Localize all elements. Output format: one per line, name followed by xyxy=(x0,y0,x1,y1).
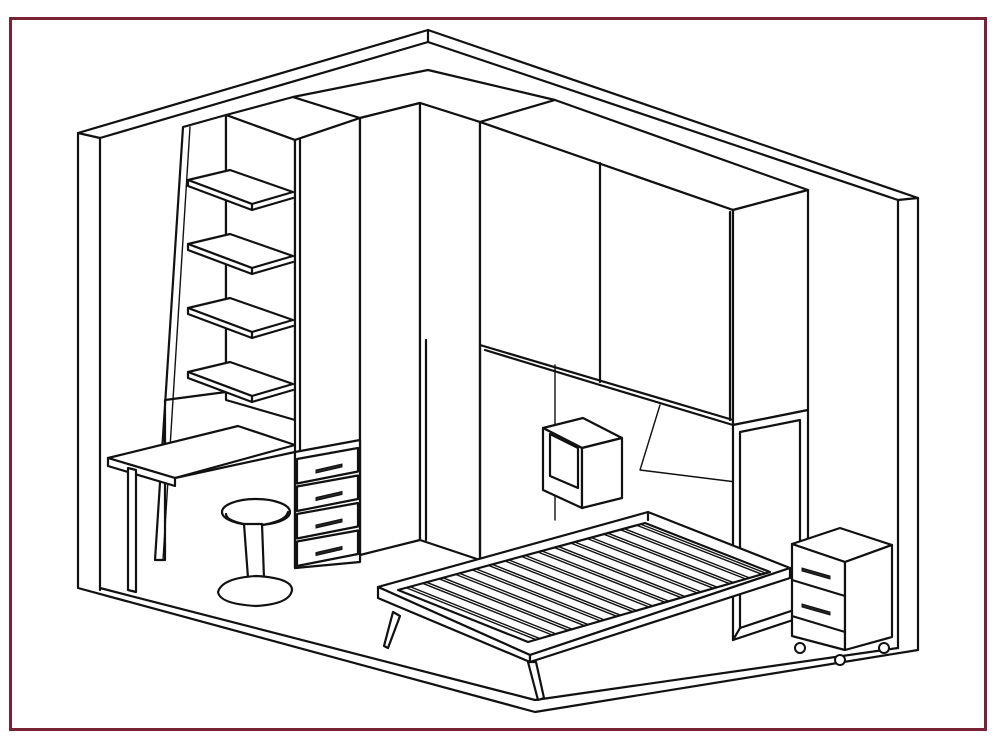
nightstand xyxy=(790,526,894,666)
bed-slats xyxy=(405,523,767,641)
shelf-side-inner-edge xyxy=(162,126,191,561)
bed-slat-area xyxy=(396,521,772,644)
corner-door-right xyxy=(418,101,482,562)
cube-front xyxy=(580,436,624,510)
bed-slat-edge xyxy=(640,523,767,575)
wall-shelf-front xyxy=(250,260,295,276)
bed-leg-front xyxy=(526,660,546,702)
wall-shelves xyxy=(186,168,295,404)
bed-slat xyxy=(454,573,586,627)
bed xyxy=(376,510,792,702)
desk-front-edge xyxy=(173,450,297,480)
bed-slat-edge xyxy=(557,545,686,598)
overhead-cabinets xyxy=(478,98,810,562)
bed-slat xyxy=(438,578,570,632)
leg-frame-foot xyxy=(731,626,742,642)
bed-slat xyxy=(520,555,650,608)
drawer-front xyxy=(295,474,360,513)
nightstand-drawer-handle xyxy=(801,603,831,616)
bed-slat xyxy=(586,537,715,590)
wall-cube-shelf xyxy=(541,416,624,510)
bed-slat-edge xyxy=(458,572,590,626)
desk-edge xyxy=(106,456,177,488)
bed-slat xyxy=(619,529,747,580)
bed-slat xyxy=(471,569,602,622)
wall-shelf-front xyxy=(250,388,295,404)
caster-back-right xyxy=(878,642,890,654)
bed-slat xyxy=(537,551,666,604)
drawer-unit xyxy=(293,438,362,570)
cube-opening xyxy=(548,432,580,490)
desk xyxy=(106,424,297,594)
drawer-handle xyxy=(315,490,343,502)
nightstand-drawer-line xyxy=(790,578,847,598)
nightstand-drawer-line xyxy=(790,614,847,634)
bed-slat-edge xyxy=(607,532,735,584)
bed-slat-edge xyxy=(524,554,654,607)
drawer-front xyxy=(295,501,360,540)
bed-slat-edge xyxy=(442,577,574,631)
right-wall-top-return xyxy=(896,196,920,202)
drawer-front xyxy=(295,446,360,485)
nightstand-drawers xyxy=(790,567,847,634)
bed-slat-edge xyxy=(623,528,751,579)
floor-edge xyxy=(98,586,900,702)
bed-slat-edge xyxy=(574,541,703,593)
bed-slat-edge xyxy=(475,568,606,621)
bed-slat xyxy=(487,564,618,618)
nightstand-drawer-handle xyxy=(801,567,831,580)
bed-slat-edge xyxy=(541,550,670,603)
wall-shelf-front xyxy=(250,324,295,340)
wall-shelf-front xyxy=(250,196,295,212)
left-wall-top-return xyxy=(76,131,102,140)
bed-slat xyxy=(422,582,553,636)
nightstand-side xyxy=(843,543,894,652)
bed-slat xyxy=(504,560,634,613)
stool xyxy=(216,497,294,608)
bed-slat xyxy=(603,533,731,585)
bed-slat xyxy=(553,546,682,599)
bed-slat-edge xyxy=(491,563,622,617)
drawer-handle xyxy=(315,545,343,557)
bed-slat-edge xyxy=(508,559,638,612)
bed-slat xyxy=(636,524,763,576)
overhead-end-panel xyxy=(731,188,810,427)
bed-leg-left xyxy=(382,610,402,650)
bed-frame-front xyxy=(528,566,792,664)
desk-leg xyxy=(126,466,138,594)
drawer-stack xyxy=(295,446,360,568)
bed-slat-edge xyxy=(590,536,719,589)
drawer-handle xyxy=(315,463,343,474)
caster-front-left xyxy=(794,642,806,654)
drawer-handle xyxy=(315,518,343,529)
stool-base xyxy=(216,574,294,608)
caster-front-right xyxy=(834,654,846,666)
bed-slat-edge xyxy=(426,581,557,635)
bridge-underside xyxy=(483,348,735,427)
corner-wardrobe xyxy=(291,68,557,562)
corner-door-left xyxy=(358,101,422,557)
bed-slat xyxy=(570,542,699,594)
bed-slat xyxy=(405,587,537,641)
bed-slat-edge xyxy=(409,586,541,640)
drawer-front xyxy=(295,529,360,568)
stool-post xyxy=(242,522,266,580)
nightstand-front xyxy=(790,542,847,652)
